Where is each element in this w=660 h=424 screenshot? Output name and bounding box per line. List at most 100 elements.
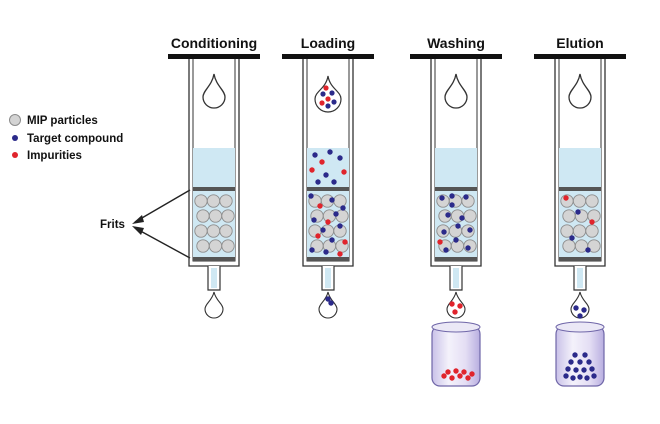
frits-arrow-top: [134, 189, 191, 223]
impurity-dot: [309, 167, 315, 173]
mip-particle: [194, 224, 208, 238]
collection-vial: [431, 325, 481, 387]
target-compound-dot: [573, 367, 579, 373]
vial-rim: [431, 321, 481, 333]
target-compound-dot: [565, 366, 571, 372]
legend-target-label: Target compound: [27, 133, 123, 145]
target-compound-dot: [453, 237, 459, 243]
mip-particle: [221, 209, 235, 223]
frits-label: Frits: [100, 219, 125, 231]
frit-top: [435, 187, 477, 191]
target-compound-dot: [331, 179, 337, 185]
target-compound-dot: [449, 202, 455, 208]
target-compound-dot: [577, 359, 583, 365]
target-compound-dot: [323, 172, 329, 178]
solvent-layer: [193, 148, 235, 188]
impurity-dot: [589, 219, 595, 225]
impurity-dot: [437, 239, 443, 245]
mip-particle: [219, 224, 233, 238]
target-compound-dot: [311, 217, 317, 223]
column-elution: [534, 54, 626, 387]
target-compound-dot: [563, 373, 569, 379]
mip-particle: [585, 194, 599, 208]
target-compound-dot: [329, 90, 335, 96]
impurity-dot: [461, 369, 467, 375]
solvent-layer: [435, 148, 477, 188]
impurity-dot: [445, 369, 451, 375]
mip-particle: [562, 209, 576, 223]
target-compound-dot: [320, 91, 326, 97]
step-title-washing: Washing: [427, 35, 485, 51]
frit-bottom: [193, 257, 235, 261]
target-compound-dot: [577, 374, 583, 380]
outlet-liquid: [577, 268, 583, 288]
target-compound-dot: [570, 375, 576, 381]
target-compound-dot: [459, 215, 465, 221]
mip-particle: [463, 209, 477, 223]
target-compound-dot: [337, 155, 343, 161]
impurity-dot: [441, 373, 447, 379]
legend-target-swatch: [12, 135, 18, 141]
impurity-dot: [323, 85, 329, 91]
target-compound-dot: [315, 179, 321, 185]
impurity-dot: [341, 169, 347, 175]
mip-particle: [572, 194, 587, 208]
mip-particle: [196, 209, 210, 223]
plunger-bar: [534, 54, 626, 59]
target-compound-dot: [323, 249, 329, 255]
legend-impurity-swatch: [12, 152, 18, 158]
vial-rim: [555, 321, 605, 333]
impurity-dot: [453, 368, 459, 374]
step-title-conditioning: Conditioning: [171, 35, 257, 51]
frits-arrowhead-bottom: [132, 226, 144, 235]
mip-particle: [221, 239, 235, 253]
target-compound-dot: [441, 229, 447, 235]
target-compound-dot: [577, 313, 583, 319]
mip-particle: [585, 224, 599, 238]
mip-particle: [560, 224, 574, 238]
target-compound-dot: [308, 193, 314, 199]
impurity-dot: [449, 301, 455, 307]
target-compound-dot: [586, 359, 592, 365]
outlet-liquid: [453, 268, 459, 288]
target-compound-dot: [455, 223, 461, 229]
cartridge-columns: [168, 54, 626, 387]
step-title-elution: Elution: [556, 35, 603, 51]
target-compound-dot: [329, 197, 335, 203]
target-compound-dot: [467, 227, 473, 233]
plunger-bar: [410, 54, 502, 59]
target-compound-dot: [340, 205, 346, 211]
outlet-liquid: [325, 268, 331, 288]
target-compound-dot: [584, 375, 590, 381]
target-compound-dot: [445, 212, 451, 218]
frit-top: [193, 187, 235, 191]
impurity-dot: [452, 309, 458, 315]
mip-particle: [587, 239, 601, 253]
target-compound-dot: [463, 194, 469, 200]
target-compound-dot: [325, 296, 331, 302]
impurity-dot: [469, 371, 475, 377]
target-compound-dot: [589, 366, 595, 372]
column-loading: [282, 54, 374, 319]
target-compound-dot: [569, 235, 575, 241]
legend-mip-swatch: [9, 114, 21, 126]
impurity-dot: [457, 303, 463, 309]
column-washing: [410, 54, 502, 387]
mip-particle: [562, 239, 576, 253]
mip-particle: [219, 194, 233, 208]
impurity-dot: [449, 375, 455, 381]
frits-annotation: Frits: [100, 189, 191, 259]
target-compound-dot: [320, 227, 326, 233]
target-compound-dot: [333, 211, 339, 217]
mip-particle: [206, 194, 221, 208]
target-compound-dot: [575, 209, 581, 215]
target-compound-dot: [337, 223, 343, 229]
solvent-droplet: [202, 73, 226, 109]
impurity-dot: [563, 195, 569, 201]
target-compound-dot: [309, 247, 315, 253]
eluate-droplet: [204, 291, 224, 319]
impurity-dot: [337, 251, 343, 257]
frits-arrow-bottom: [134, 227, 191, 259]
frit-bottom: [435, 257, 477, 261]
